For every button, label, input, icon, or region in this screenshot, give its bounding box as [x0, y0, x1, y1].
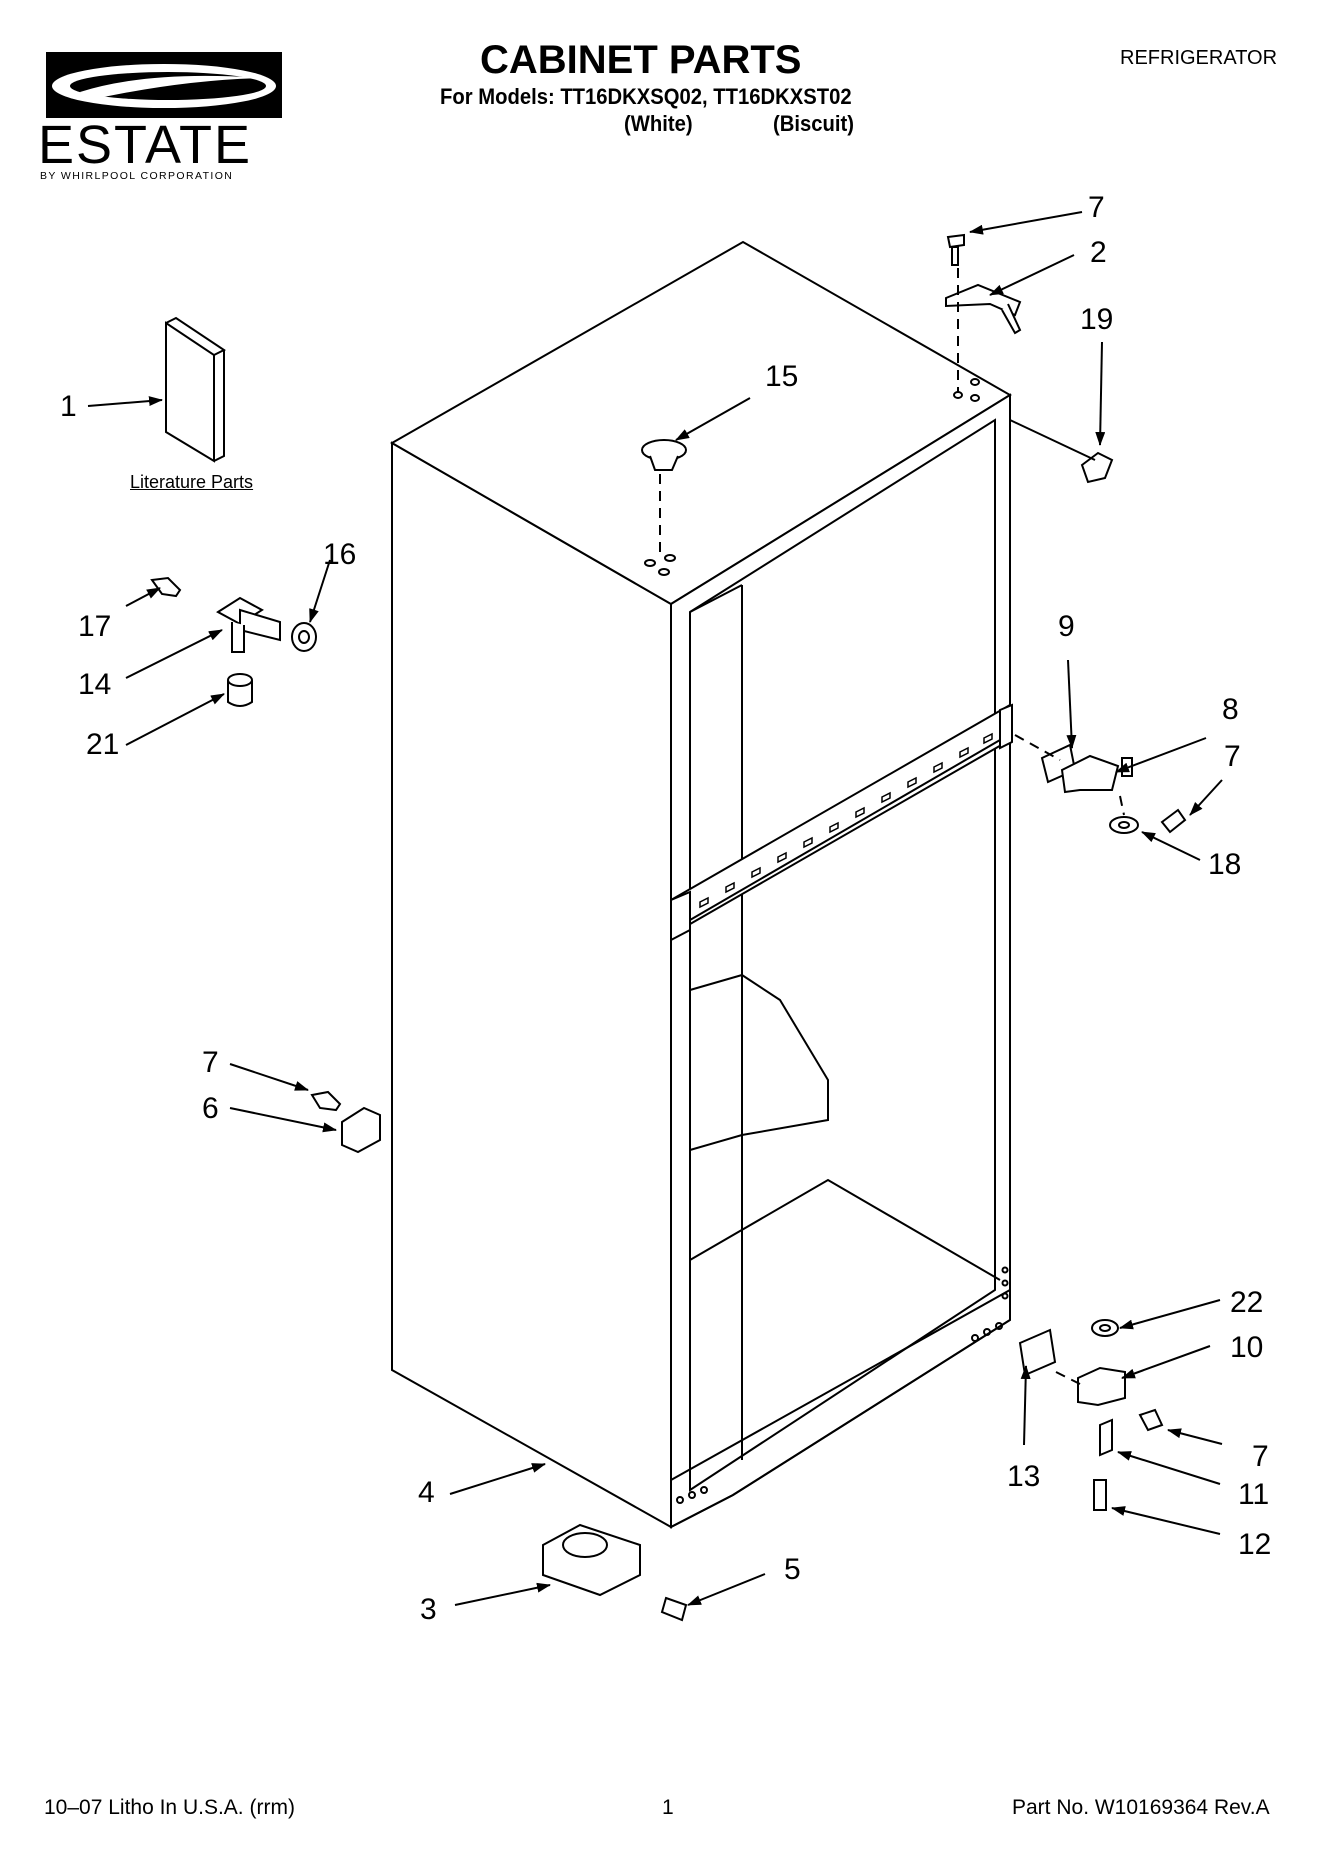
callout-6: 6: [202, 1092, 219, 1125]
assembly-dash-lines: [659, 268, 1125, 1385]
handle-mount-part-14: [216, 596, 281, 653]
callout-7-middle: 7: [1224, 740, 1241, 773]
page-title: CABINET PARTS: [480, 38, 802, 82]
screw-part-12: [1093, 1479, 1107, 1511]
screw-part-7-bottom: [1138, 1408, 1164, 1432]
callout-9: 9: [1058, 610, 1075, 643]
callout-2: 2: [1090, 236, 1107, 269]
callout-7-bottom: 7: [1252, 1440, 1269, 1473]
callout-22: 22: [1230, 1286, 1264, 1319]
callout-7-left: 7: [202, 1046, 219, 1079]
washer-part-18: [1109, 816, 1139, 834]
literature-booklet: [165, 316, 226, 463]
callout-7-top: 7: [1088, 191, 1105, 224]
callout-10: 10: [1230, 1331, 1264, 1364]
refrigerator-cabinet: [389, 240, 1013, 1529]
estate-logo-swoosh: [46, 52, 282, 118]
leader-arrows: [87, 211, 1223, 1606]
leveling-leg-part-3: [542, 1523, 641, 1597]
models-line: For Models: TT16DKXSQ02, TT16DKXST02: [440, 84, 852, 109]
callout-14: 14: [78, 668, 112, 701]
appliance-category: REFRIGERATOR: [1120, 47, 1278, 69]
callout-21: 21: [86, 728, 120, 761]
callout-13: 13: [1007, 1460, 1041, 1493]
brand-logo-subtitle: BY WHIRLPOOL CORPORATION: [40, 170, 234, 182]
callout-17: 17: [78, 610, 112, 643]
callout-16: 16: [323, 538, 357, 571]
footer-litho-info: 10–07 Litho In U.S.A. (rrm): [44, 1796, 295, 1819]
callout-5: 5: [784, 1553, 801, 1586]
callout-15: 15: [765, 360, 799, 393]
model-color-biscuit: (Biscuit): [773, 111, 854, 136]
plug-part-15: [641, 439, 687, 471]
callout-1: 1: [60, 390, 77, 423]
spacer-part-21: [227, 673, 253, 707]
callout-12: 12: [1238, 1528, 1272, 1561]
washer-part-16: [291, 622, 317, 652]
bottom-hinge-part-10: [1077, 1366, 1126, 1407]
callout-19: 19: [1080, 303, 1114, 336]
brand-logo-text: ESTATE: [38, 115, 253, 175]
hinge-cover-part-19: [1080, 451, 1114, 484]
footer-part-number: Part No. W10169364 Rev.A: [1012, 1796, 1270, 1819]
callout-8: 8: [1222, 693, 1239, 726]
screw-part-17: [150, 576, 182, 598]
model-color-white: (White): [624, 111, 693, 136]
bolt-part-5: [660, 1596, 688, 1622]
hinge-cover-leader: [1009, 419, 1096, 461]
callout-11: 11: [1238, 1478, 1270, 1511]
shim-part-13: [1018, 1328, 1057, 1377]
bracket-part-6: [341, 1106, 381, 1154]
screw-part-7-top: [946, 233, 965, 266]
top-hinge-part-2: [945, 283, 1022, 335]
callout-4: 4: [418, 1476, 435, 1509]
footer-page-number: 1: [662, 1796, 674, 1819]
screw-part-7-left: [310, 1090, 342, 1112]
callout-3: 3: [420, 1593, 437, 1626]
pin-part-11: [1099, 1418, 1113, 1457]
literature-parts-link[interactable]: Literature Parts: [130, 472, 254, 492]
callout-18: 18: [1208, 848, 1242, 881]
screw-part-7-middle: [1160, 808, 1187, 834]
washer-part-22: [1091, 1319, 1119, 1337]
